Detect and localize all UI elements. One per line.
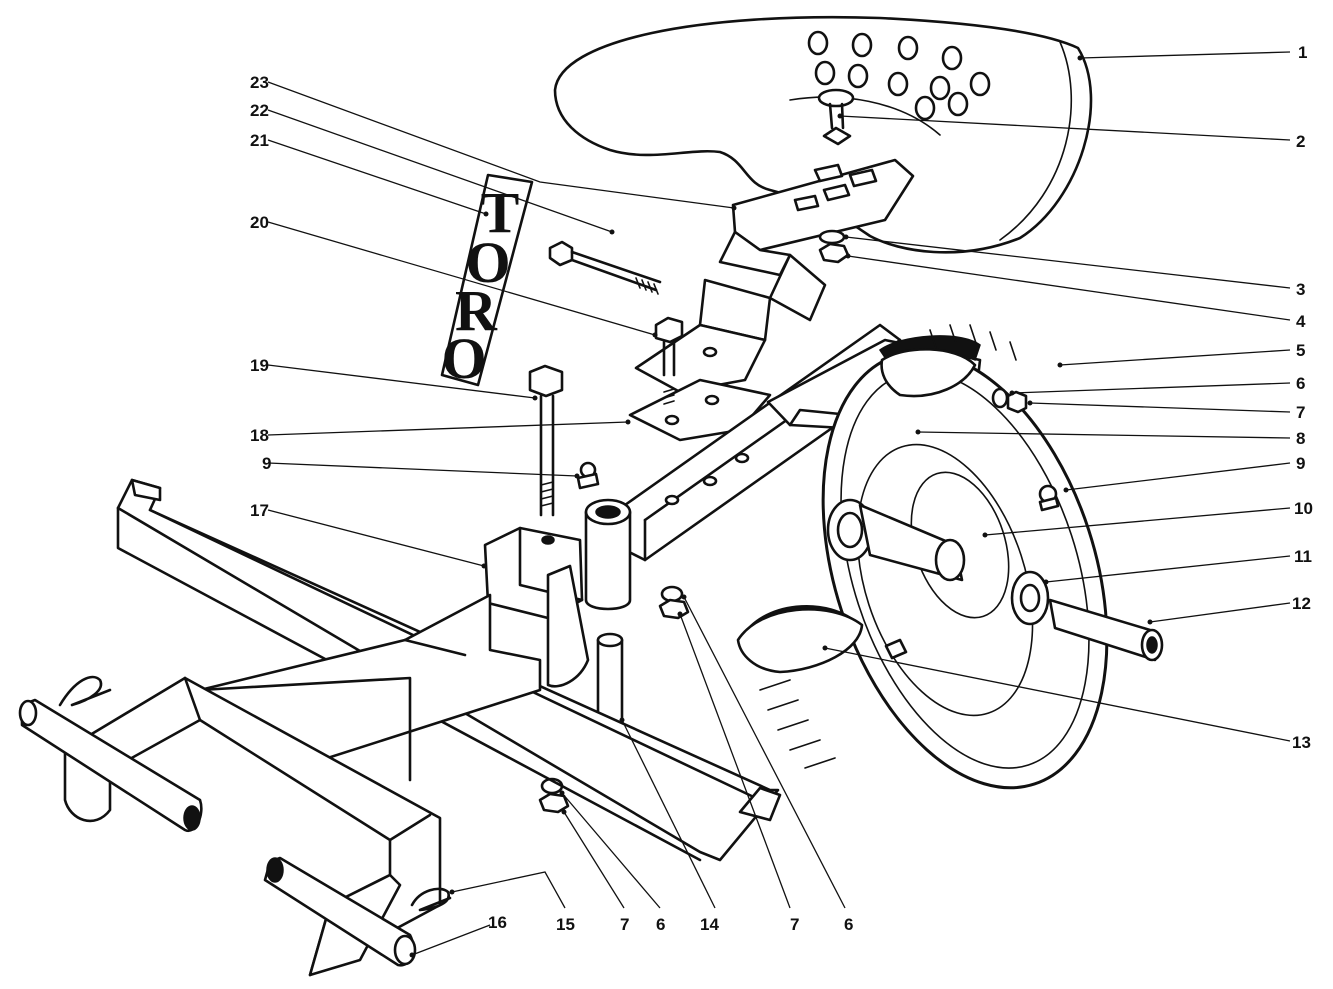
hitch-pin-right (263, 856, 417, 967)
decal-letter-r: R (455, 278, 498, 343)
seat-holes (807, 30, 991, 121)
wheel-assembly (736, 324, 1109, 790)
decal-letter-o2: O (441, 326, 486, 391)
carriage-bolt (817, 88, 855, 146)
pivot-block (483, 526, 590, 688)
callout-7-bottom-right: 7 (790, 915, 799, 934)
callout-13: 13 (1292, 733, 1311, 752)
short-bolt (654, 316, 684, 405)
callout-5: 5 (1296, 341, 1305, 360)
callout-23: 23 (250, 73, 269, 92)
nut-low (538, 792, 570, 814)
callout-10: 10 (1294, 499, 1313, 518)
nut-mid (658, 598, 690, 620)
hairpin-clip-right (410, 887, 452, 912)
callout-20: 20 (250, 213, 269, 232)
vertical-bolt (528, 364, 564, 517)
grease-fitting-pivot (576, 461, 600, 490)
lock-washer-upper-right (991, 387, 1009, 409)
decal-letter-o1: O (465, 230, 510, 295)
callout-6: 6 (1296, 374, 1305, 393)
valve-stem (884, 638, 908, 660)
callout-16: 16 (488, 913, 507, 932)
callout-1: 1 (1298, 43, 1307, 62)
leader-lines (267, 51, 1291, 958)
axle (1048, 598, 1164, 662)
callout-2: 2 (1296, 132, 1305, 151)
callout-15: 15 (556, 915, 575, 934)
callout-7-bottom-left: 7 (620, 915, 629, 934)
seat-nut (818, 242, 850, 264)
callout-22: 22 (250, 101, 269, 120)
callout-7: 7 (1296, 403, 1305, 422)
callout-9-right: 9 (1296, 454, 1305, 473)
callout-9-left: 9 (262, 454, 271, 473)
seat (553, 15, 1093, 254)
nut-upper-right (1006, 390, 1028, 414)
callout-6-bottom-right: 6 (844, 915, 853, 934)
long-bolt (548, 240, 662, 295)
callout-12: 12 (1292, 594, 1311, 613)
axle-spacer-tube (826, 498, 966, 582)
callout-4: 4 (1296, 312, 1306, 331)
bearing-right (1010, 570, 1050, 626)
pivot-sleeve (584, 498, 632, 611)
callout-3: 3 (1296, 280, 1305, 299)
callout-11: 11 (1294, 547, 1312, 566)
hitch-pin-left (18, 698, 203, 833)
hairpin-clip-left (58, 675, 112, 707)
seat-bracket (628, 158, 915, 442)
callout-8: 8 (1296, 429, 1305, 448)
callout-21: 21 (250, 131, 269, 150)
grease-fitting-wheel (1038, 484, 1060, 512)
callout-18: 18 (250, 426, 269, 445)
callout-6-bottom-left: 6 (656, 915, 665, 934)
callout-19: 19 (250, 356, 269, 375)
toro-decal: T O R O (440, 173, 534, 391)
callout-17: 17 (250, 501, 269, 520)
callout-14: 14 (700, 915, 719, 934)
lock-washer-mid (660, 585, 684, 603)
seat-lock-washer (818, 229, 846, 245)
callout-numbers: 1 2 3 4 5 6 7 8 9 10 11 12 13 23 22 21 2… (250, 43, 1313, 934)
